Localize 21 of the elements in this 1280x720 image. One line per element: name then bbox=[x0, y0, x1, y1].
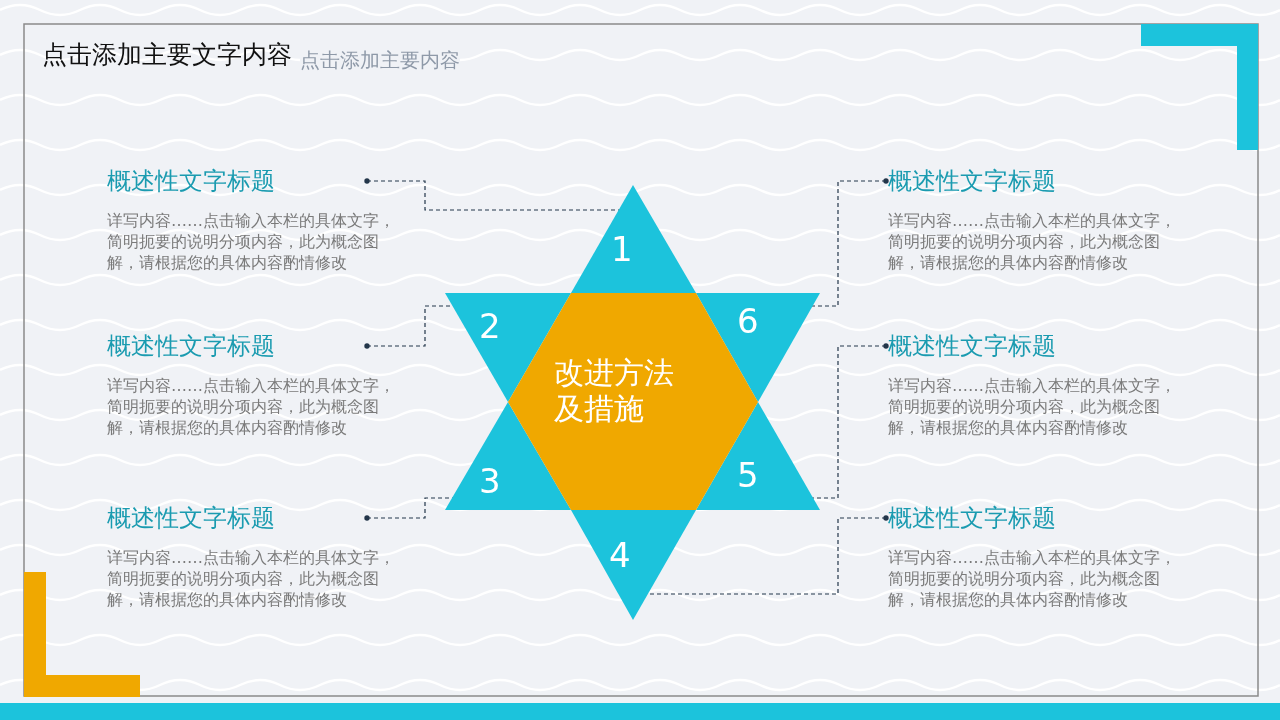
description-text: 详写内容……点击输入本栏的具体文字，简明扼要的说明分项内容，此为概念图解，请根据您的具体内容酌情修改 bbox=[888, 375, 1177, 438]
section-heading: 概述性文字标题 bbox=[888, 166, 1056, 196]
description-text: 详写内容……点击输入本栏的具体文字，简明扼要的说明分项内容，此为概念图解，请根据您的具体内容酌情修改 bbox=[107, 547, 396, 610]
point-number: 1 bbox=[611, 229, 633, 269]
point-number: 6 bbox=[737, 301, 759, 341]
description-text: 详写内容……点击输入本栏的具体文字，简明扼要的说明分项内容，此为概念图解，请根据您的具体内容酌情修改 bbox=[888, 210, 1177, 273]
center-title: 改进方法及措施 bbox=[554, 355, 675, 427]
faint-subtitle: 点击添加主要内容 bbox=[300, 46, 460, 74]
section-heading: 概述性文字标题 bbox=[107, 331, 275, 361]
section-heading: 概述性文字标题 bbox=[107, 503, 275, 533]
point-number: 3 bbox=[479, 461, 501, 501]
section-heading: 概述性文字标题 bbox=[888, 503, 1056, 533]
description-text: 详写内容……点击输入本栏的具体文字，简明扼要的说明分项内容，此为概念图解，请根据您的具体内容酌情修改 bbox=[107, 375, 396, 438]
description-text: 详写内容……点击输入本栏的具体文字，简明扼要的说明分项内容，此为概念图解，请根据您的具体内容酌情修改 bbox=[888, 547, 1177, 610]
description-text: 详写内容……点击输入本栏的具体文字，简明扼要的说明分项内容，此为概念图解，请根据您的具体内容酌情修改 bbox=[107, 210, 396, 273]
point-number: 5 bbox=[737, 455, 759, 495]
section-heading: 概述性文字标题 bbox=[888, 331, 1056, 361]
point-number: 2 bbox=[479, 306, 501, 346]
slide-title: 点击添加主要文字内容 bbox=[42, 39, 292, 71]
section-heading: 概述性文字标题 bbox=[107, 166, 275, 196]
point-number: 4 bbox=[609, 535, 631, 575]
